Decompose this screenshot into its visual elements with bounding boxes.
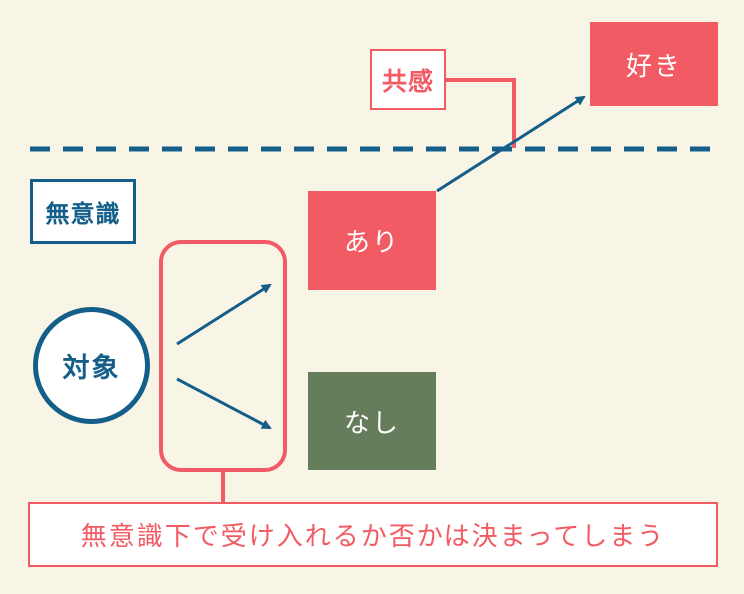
caption-text: 無意識下で受け入れるか否かは決まってしまう [80, 522, 666, 552]
arrow-target-to-yes [176, 283, 272, 346]
unconscious-box: 無意識 [30, 179, 136, 244]
yes-label: あり [343, 228, 400, 258]
target-circle: 対象 [33, 307, 150, 424]
unconscious-label: 無意識 [45, 200, 121, 228]
like-box: 好き [590, 22, 718, 106]
empathy-connector [446, 78, 516, 148]
caption-box: 無意識下で受け入れるか否かは決まってしまう [28, 502, 718, 567]
empathy-label: 共感 [381, 66, 434, 96]
arrow-yes-to-like [436, 95, 586, 193]
no-box: なし [308, 372, 436, 470]
arrow-target-to-no [176, 377, 272, 430]
empathy-box: 共感 [370, 49, 446, 110]
like-label: 好き [625, 51, 682, 82]
no-label: なし [343, 408, 400, 439]
yes-box: あり [308, 191, 436, 290]
decision-group-frame [159, 240, 287, 472]
target-label: 対象 [62, 353, 121, 384]
